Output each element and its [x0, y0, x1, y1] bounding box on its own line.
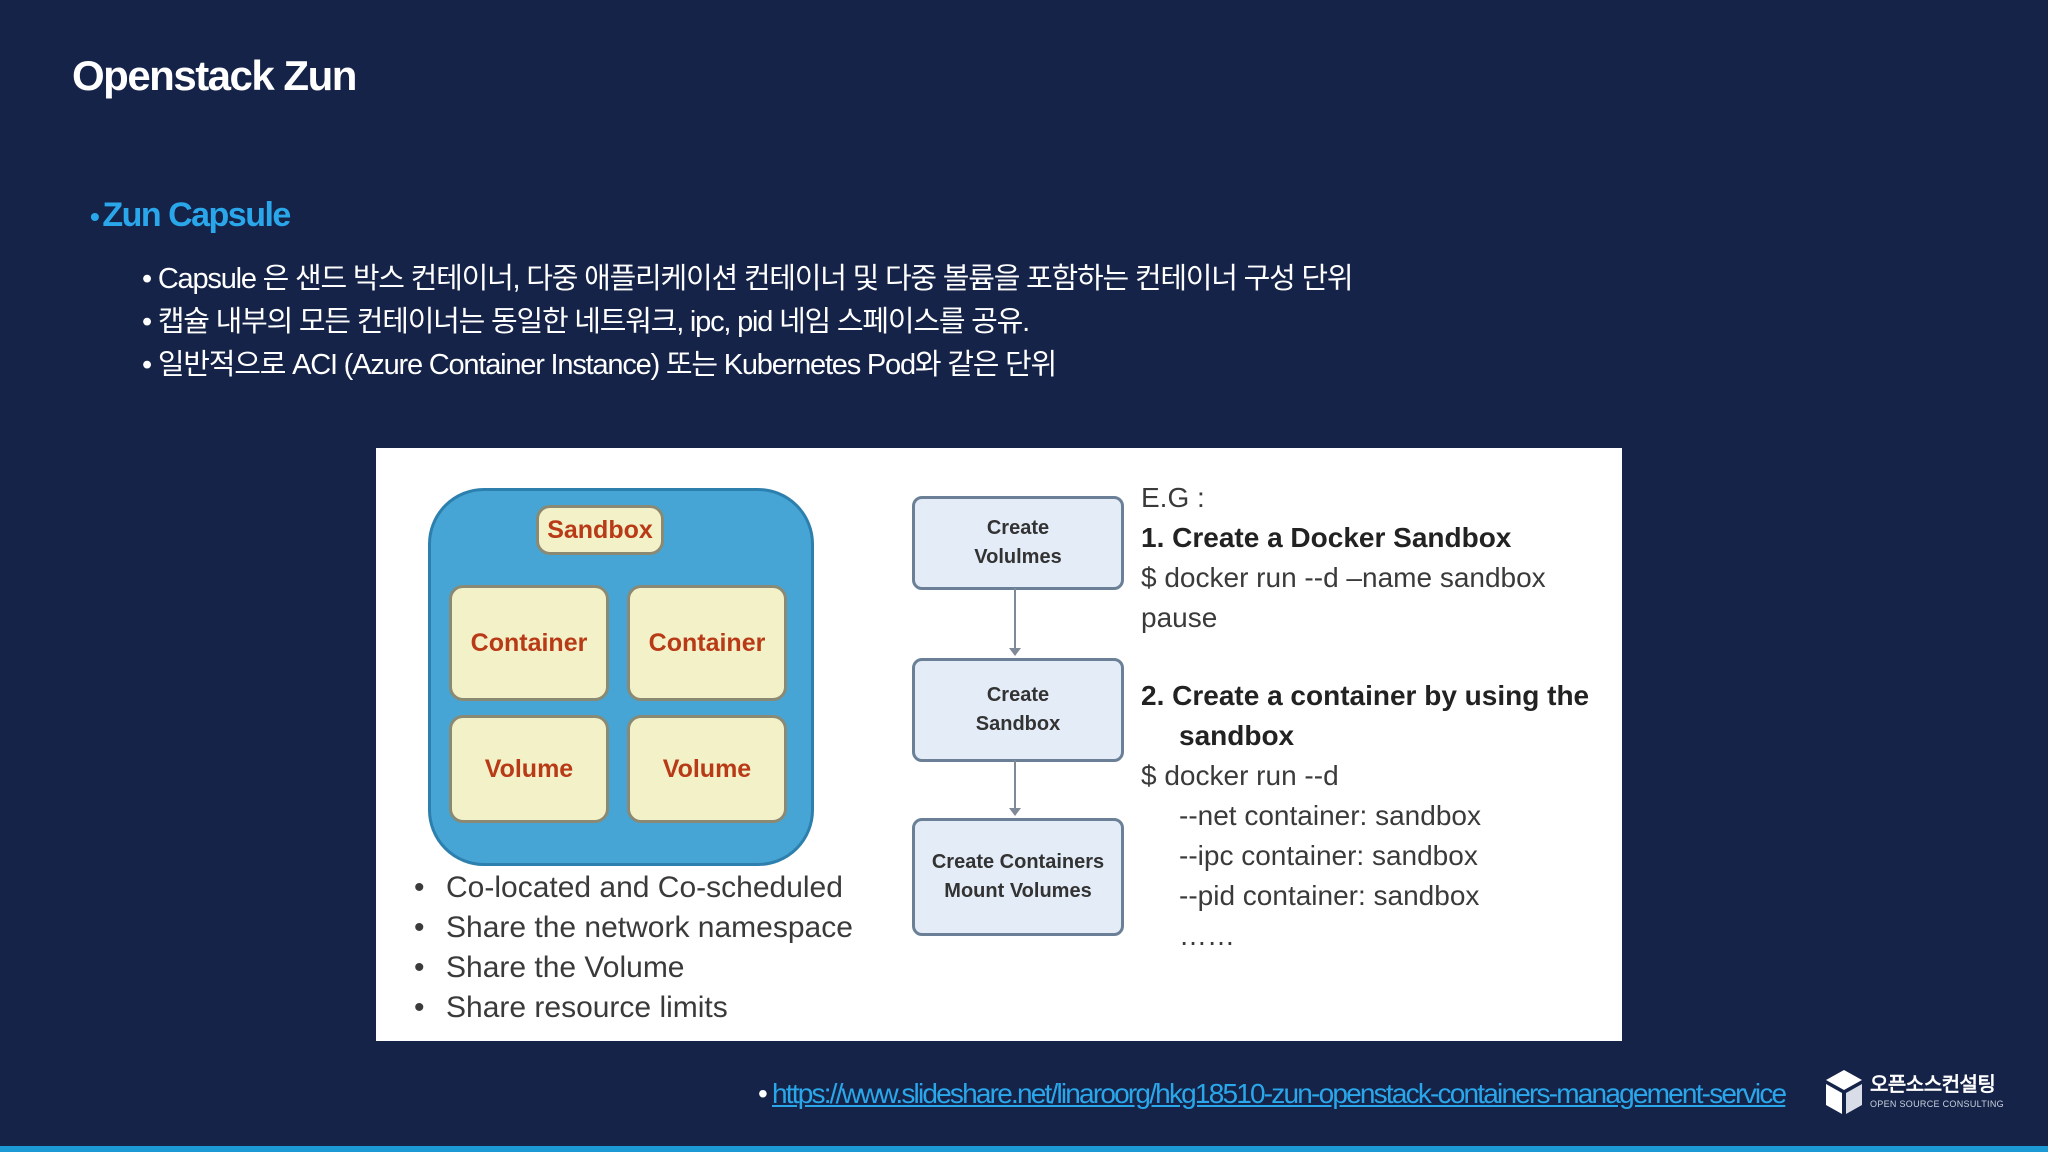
step2-title: 2. Create a container by using the — [1141, 680, 1590, 711]
capsule-diagram: Sandbox Container Container Volume Volum… — [376, 448, 1622, 1041]
section-heading: •Zun Capsule — [90, 196, 291, 235]
flow-step-line: Sandbox — [975, 713, 1061, 735]
container-box: Container — [449, 585, 609, 701]
flow-arrow — [1009, 588, 1021, 656]
step1-command-cont: pause — [1141, 602, 1218, 633]
reference-line: • https://www.slideshare.net/linaroorg/h… — [758, 1078, 1787, 1110]
capsule-box: Sandbox Container Container Volume Volum… — [428, 488, 814, 866]
reference-link[interactable]: https://www.slideshare.net/linaroorg/hkg… — [772, 1078, 1787, 1109]
description-item: 일반적으로 ACI (Azure Container Instance) 또는 … — [142, 344, 1352, 387]
example-label: E.G : — [1141, 482, 1205, 513]
flow-step-line: Volulmes — [974, 546, 1062, 568]
bottom-accent-bar — [0, 1146, 2048, 1152]
step1-command: $ docker run --d –name sandbox — [1141, 562, 1546, 593]
container-box: Container — [627, 585, 787, 701]
step2-option: --net container: sandbox — [1179, 800, 1481, 831]
flow-arrow — [1009, 760, 1021, 816]
spacer — [1141, 638, 1611, 676]
logo-subtitle: OPEN SOURCE CONSULTING — [1870, 1099, 2004, 1109]
flow-step-line: Create Containers — [931, 851, 1105, 873]
step2-option: --ipc container: sandbox — [1179, 840, 1478, 871]
description-item: Capsule 은 샌드 박스 컨테이너, 다중 애플리케이션 컨테이너 및 다… — [142, 258, 1354, 301]
volume-box: Volume — [627, 715, 787, 823]
feature-item: Share the Volume — [414, 948, 853, 988]
feature-item: Share resource limits — [414, 988, 853, 1028]
description-item: 캡슐 내부의 모든 컨테이너는 동일한 네트워크, ipc, pid 네임 스페… — [142, 301, 1352, 344]
flow-step-line: Create — [986, 517, 1050, 539]
feature-item: Share the network namespace — [414, 908, 853, 948]
sandbox-box: Sandbox — [536, 505, 664, 555]
flow-step-line: Create — [986, 684, 1050, 706]
reference-bullet: • — [758, 1078, 768, 1109]
feature-item: Co-located and Co-scheduled — [414, 868, 853, 908]
step2-title-cont: sandbox — [1179, 720, 1295, 751]
company-logo: 오픈소스컨설팅 OPEN SOURCE CONSULTING — [1822, 1068, 2004, 1116]
section-heading-text: Zun Capsule — [102, 196, 291, 234]
example-commands: E.G : 1. Create a Docker Sandbox $ docke… — [1141, 478, 1611, 956]
step2-option: --pid container: sandbox — [1179, 880, 1480, 911]
description-list: Capsule 은 샌드 박스 컨테이너, 다중 애플리케이션 컨테이너 및 다… — [142, 258, 1354, 387]
capsule-features-list: Co-located and Co-scheduled Share the ne… — [414, 868, 853, 1028]
step2-command: $ docker run --d — [1141, 760, 1339, 791]
volume-box: Volume — [449, 715, 609, 823]
logo-mark-icon — [1826, 1070, 1862, 1114]
slide-title: Openstack Zun — [72, 52, 357, 99]
ellipsis: …… — [1179, 920, 1235, 951]
logo-name: 오픈소스컨설팅 — [1870, 1074, 1996, 1096]
flow-step-line: Mount Volumes — [944, 880, 1092, 902]
step1-title: 1. Create a Docker Sandbox — [1141, 522, 1512, 553]
bullet-dot: • — [90, 201, 100, 232]
